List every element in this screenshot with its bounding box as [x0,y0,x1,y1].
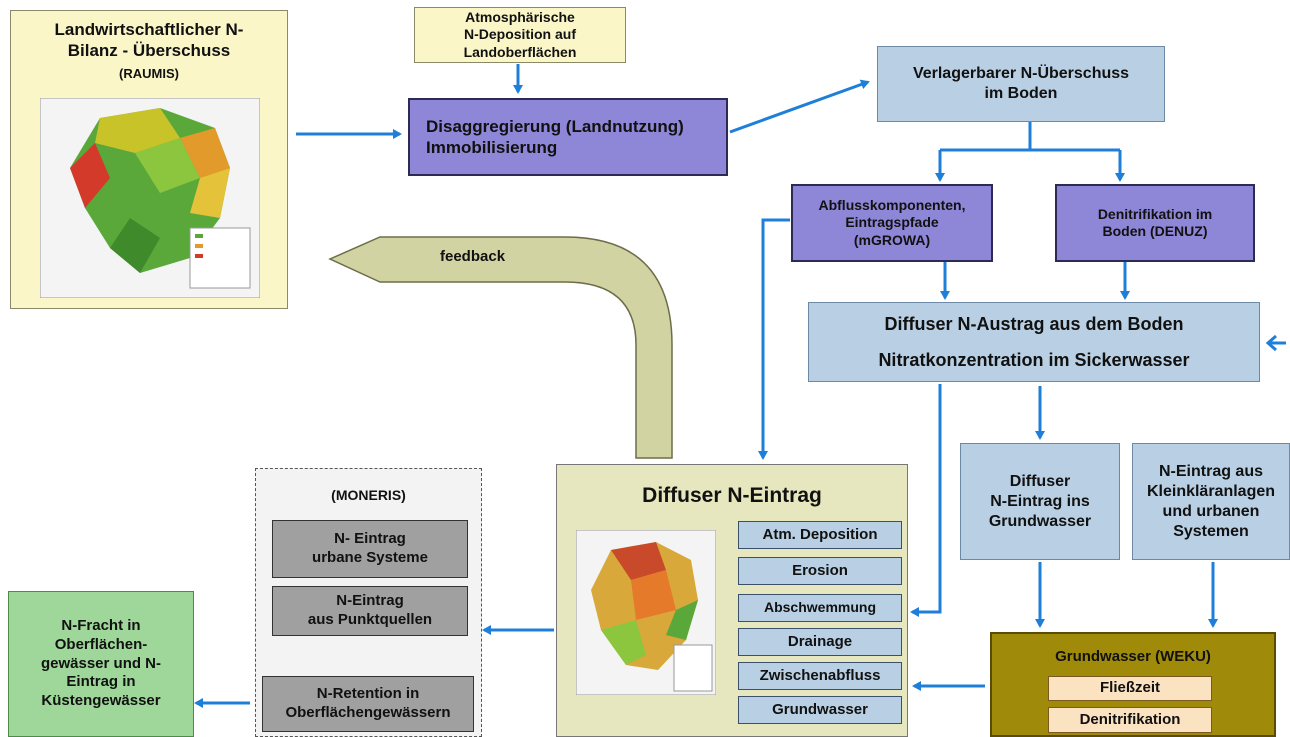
moneris-urbane-box: N- Eintrag urbane Systeme [272,520,468,578]
fracht-line4: Eintrag in [66,673,136,691]
dgw-line3: Grundwasser [988,512,1092,530]
eintrag-item-atm-deposition: Atm. Deposition [738,521,902,549]
denuz-line1: Denitrifikation im [1097,205,1213,222]
abfluss-line2: Eintragspfade [845,214,939,231]
moneris-title: (MONERIS) [331,487,406,503]
denuz-line2: Boden (DENUZ) [1102,223,1208,239]
austrag-line1: Diffuser N-Austrag aus dem Boden [884,313,1184,334]
diffuser-austrag-box: Diffuser N-Austrag aus dem Boden Nitratk… [808,302,1260,382]
arrow-verlagerbar-split [940,122,1120,152]
punkt-line2: aus Punktquellen [307,611,433,628]
weku-title: Grundwasser (WEKU) [1055,648,1211,665]
fracht-box: N-Fracht in Oberflächen- gewässer und N-… [8,591,194,737]
eintrag-item-erosion: Erosion [738,557,902,585]
urbane-line2: urbane Systeme [312,549,428,566]
verlagerbar-line1: Verlagerbarer N-Überschuss [912,65,1130,82]
punkt-line1: N-Eintrag [336,592,404,610]
klein-line3: und urbanen [1162,502,1260,520]
raumis-line2: Bilanz - Überschuss [67,41,231,61]
eintrag-item-zwischenabfluss: Zwischenabfluss [738,662,902,690]
feedback-arrow [328,236,673,459]
eintrag-title: Diffuser N-Eintrag [642,484,822,507]
denuz-box: Denitrifikation im Boden (DENUZ) [1055,184,1255,262]
retention-line1: N-Retention in [316,685,420,703]
feedback-label: feedback [440,248,506,265]
weku-denitrifikation: Denitrifikation [1048,707,1212,733]
raumis-line3: (RAUMIS) [119,65,179,81]
fracht-line1: N-Fracht in [61,617,141,635]
raumis-map-image [40,98,260,298]
klein-line1: N-Eintrag aus [1158,462,1263,480]
retention-line2: Oberflächengewässern [285,704,451,721]
raumis-line1: Landwirtschaftlicher N- [54,20,244,39]
arrow-disaggregierung-verlagerbar [729,79,870,134]
fracht-line3: gewässer und N- [40,654,162,672]
kleinklaeranlagen-box: N-Eintrag aus Kleinkläranlagen und urban… [1132,443,1290,560]
klein-line2: Kleinkläranlagen [1146,482,1276,500]
disagg-line2: Immobilisierung [426,138,558,157]
atm-line2: N-Deposition auf Landoberflächen [463,26,577,60]
abfluss-line1: Abflusskomponenten, [818,196,966,213]
disaggregierung-box: Disaggregierung (Landnutzung) Immobilisi… [408,98,728,176]
eintrag-map-image [576,530,716,695]
arrow-abfluss-eintrag [758,218,790,460]
klein-line4: Systemen [1173,522,1249,540]
dgw-line2: N-Eintrag ins [990,492,1090,510]
moneris-retention-box: N-Retention in Oberflächengewässern [262,676,474,732]
arrow-right-edge-in [1265,334,1286,352]
eintrag-item-grundwasser: Grundwasser [738,696,902,724]
austrag-line2: Nitratkonzentration im Sickerwasser [878,350,1190,370]
fracht-line5: Küstengewässer [41,692,161,710]
verlagerbar-line2: im Boden [984,85,1058,102]
weku-fliesszeit: Fließzeit [1048,676,1212,701]
atm-line1: Atmosphärische [465,8,575,25]
fracht-line2: Oberflächen- [54,635,148,653]
diffuser-grundwasser-box: Diffuser N-Eintrag ins Grundwasser [960,443,1120,560]
eintrag-item-abschwemmung: Abschwemmung [738,594,902,622]
abfluss-box: Abflusskomponenten, Eintragspfade (mGROW… [791,184,993,262]
verlagerbar-box: Verlagerbarer N-Überschuss im Boden [877,46,1165,122]
arrow-austrag-abschwemmung [910,384,942,617]
urbane-line1: N- Eintrag [334,530,406,548]
dgw-line1: Diffuser [1009,472,1071,490]
moneris-punkt-box: N-Eintrag aus Punktquellen [272,586,468,636]
disagg-line1: Disaggregierung (Landnutzung) [426,116,684,136]
atm-deposition-box: Atmosphärische N-Deposition auf Landober… [414,7,626,63]
eintrag-item-drainage: Drainage [738,628,902,656]
abfluss-line3: (mGROWA) [853,231,931,248]
